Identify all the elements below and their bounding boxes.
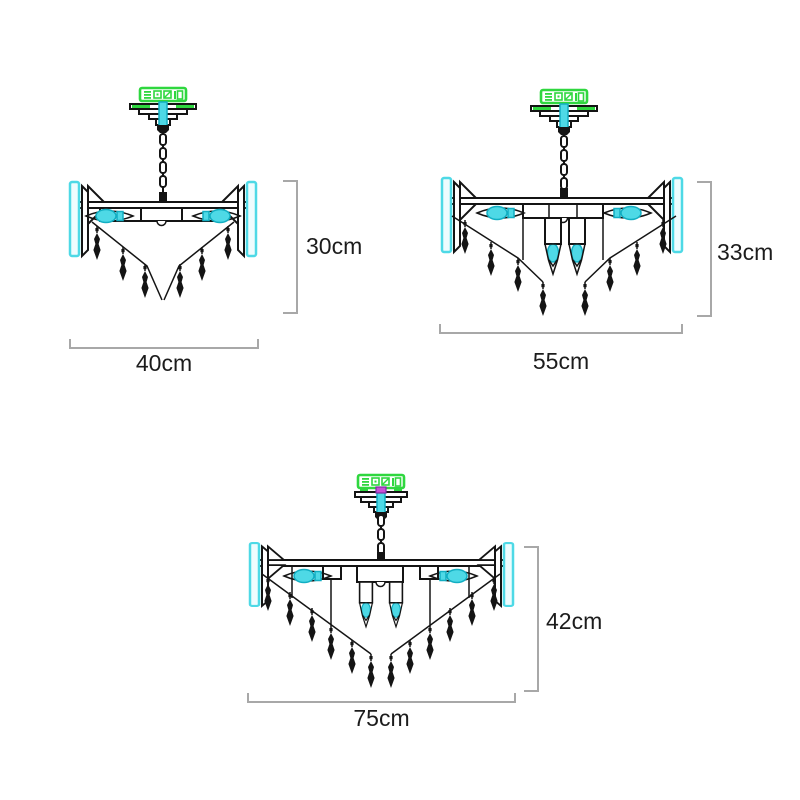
canopy — [354, 486, 408, 520]
height-label-medium: 33cm — [717, 239, 774, 265]
width-bracket-small — [69, 339, 259, 349]
height-bracket-large — [524, 546, 539, 692]
crystal-drops — [460, 219, 668, 317]
chain — [377, 512, 385, 561]
height-bracket-small — [283, 180, 298, 314]
hub — [322, 565, 439, 588]
chain — [560, 133, 568, 198]
wires — [451, 215, 677, 283]
width-label-medium: 55cm — [532, 348, 590, 374]
height-label-large: 42cm — [546, 608, 603, 634]
chandelier-medium — [440, 88, 684, 317]
width-bracket-large — [247, 693, 516, 703]
crystal-drops — [263, 576, 499, 689]
end-crystal-left — [440, 176, 478, 254]
width-label-large: 75cm — [353, 705, 410, 731]
chandelier-large — [248, 473, 515, 689]
height-label-small: 30cm — [306, 233, 363, 259]
hub — [522, 203, 604, 260]
canopy-badge — [138, 86, 188, 103]
canopy — [129, 101, 197, 133]
height-bracket-medium — [697, 181, 712, 317]
bulb-right — [603, 205, 652, 221]
canopy-badge — [539, 88, 589, 105]
canopy — [530, 103, 598, 135]
candle-right — [388, 581, 404, 628]
chandelier-small — [68, 86, 258, 301]
candle-right — [568, 217, 586, 275]
canopy-badge — [356, 473, 406, 491]
bulb-left — [476, 205, 525, 221]
wires — [91, 221, 235, 301]
width-bracket-medium — [439, 324, 683, 334]
dimension-brackets — [69, 180, 712, 703]
candle-left — [358, 581, 374, 628]
wires — [261, 566, 501, 655]
width-label-small: 40cm — [135, 350, 193, 376]
candle-left — [544, 217, 562, 275]
chain — [159, 131, 167, 202]
crystal-drops — [92, 225, 233, 299]
